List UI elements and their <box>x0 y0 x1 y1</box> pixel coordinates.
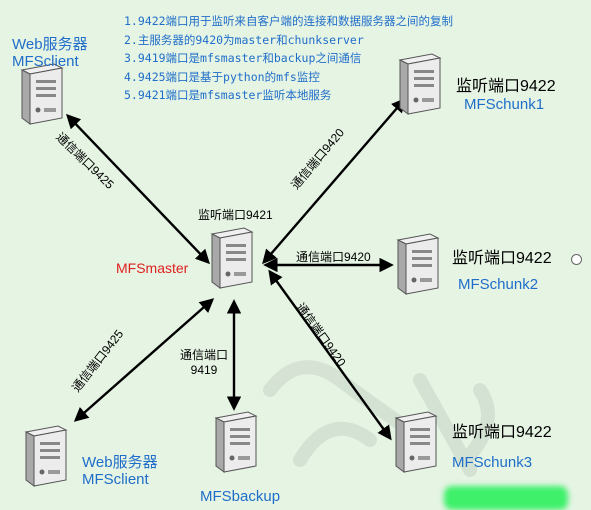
master-name: MFSmaster <box>116 260 189 276</box>
link-master-chunk3 <box>268 269 392 441</box>
link-label-backup-line1: 通信端口 <box>180 348 229 362</box>
client-top-label: Web服务器 MFSclient <box>12 36 88 70</box>
link-label-chunk2: 通信端口9420 <box>296 250 371 264</box>
server-icon-client-top <box>16 62 66 126</box>
server-icon-client-bottom <box>20 424 70 488</box>
link-master-chunk1 <box>262 97 406 265</box>
chunk2-port-label: 监听端口9422 <box>452 250 552 267</box>
green-highlight <box>444 486 568 510</box>
chunk3-port-label: 监听端口9422 <box>452 424 552 441</box>
client-bottom-label: Web服务器 MFSclient <box>82 454 158 488</box>
link-master-client-bottom <box>73 298 215 422</box>
note-4: 4.9425端口是基于python的mfs监控 <box>124 69 320 84</box>
client-top-line2: MFSclient <box>12 53 79 70</box>
server-icon-master <box>206 226 256 290</box>
note-2: 2.主服务器的9420为master和chunkserver <box>124 32 364 47</box>
note-3: 3.9419端口是mfsmaster和backup之间通信 <box>124 51 362 65</box>
server-icon-chunk2 <box>392 232 442 296</box>
circle-marker <box>571 254 582 265</box>
note-5: 5.9421端口是mfsmaster监听本地服务 <box>124 88 332 102</box>
link-label-backup-line2: 9419 <box>190 363 218 377</box>
server-icon-chunk1 <box>394 52 444 116</box>
chunk2-name: MFSchunk2 <box>458 276 539 293</box>
client-bottom-line2: MFSclient <box>82 471 149 488</box>
backup-name: MFSbackup <box>200 488 281 505</box>
chunk3-name: MFSchunk3 <box>452 454 533 471</box>
chunk1-port-label: 监听端口9422 <box>456 78 556 95</box>
note-1: 1.9422端口用于监听来自客户端的连接和数据服务器之间的复制 <box>124 14 454 28</box>
link-label-backup: 通信端口 9419 <box>180 346 228 377</box>
chunk1-name: MFSchunk1 <box>464 96 545 113</box>
client-top-line1: Web服务器 <box>12 36 88 53</box>
client-bottom-line1: Web服务器 <box>82 454 158 471</box>
server-icon-chunk3 <box>390 410 440 474</box>
server-icon-backup <box>210 410 260 474</box>
master-port-label: 监听端口9421 <box>198 208 273 222</box>
notes-list: 1.9422端口用于监听来自客户端的连接和数据服务器之间的复制 2.主服务器的9… <box>124 12 453 105</box>
link-master-client-top <box>66 113 210 265</box>
